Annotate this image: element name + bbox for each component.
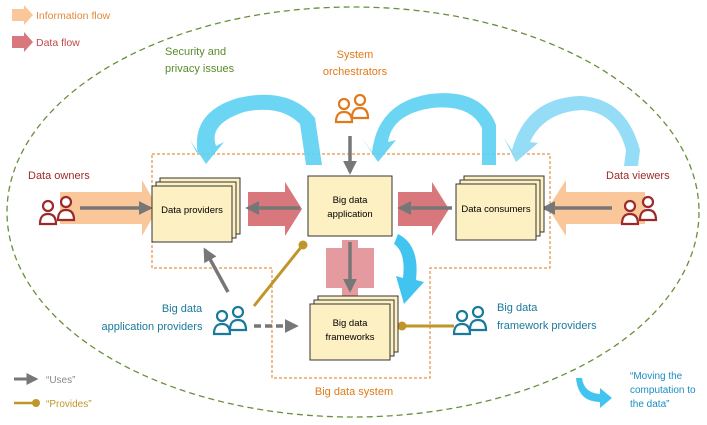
loop-arrow-consumers bbox=[362, 93, 496, 165]
legend-provides: “Provides” bbox=[46, 399, 92, 410]
framework-providers-people-icon bbox=[452, 305, 488, 336]
application-label-line2: application bbox=[327, 209, 372, 220]
frameworks-label-line1: Big data bbox=[333, 318, 369, 329]
legend-moving-line2: computation to bbox=[630, 385, 696, 396]
ecosystem-boundary bbox=[6, 6, 700, 418]
moving-computation-arrow bbox=[394, 234, 424, 304]
legend-moving-line3: the data” bbox=[630, 399, 669, 410]
legend: Information flow Data flow “Uses” “Provi… bbox=[12, 5, 696, 410]
app-providers-people-icon bbox=[212, 305, 248, 336]
app-providers-label-line2: application providers bbox=[102, 321, 203, 333]
data-consumers-label: Data consumers bbox=[461, 204, 530, 215]
frameworks-label-line2: frameworks bbox=[325, 332, 374, 343]
big-data-system-label: Big data system bbox=[315, 386, 393, 398]
appproviders-uses-providers bbox=[203, 247, 230, 293]
data-flow-icon bbox=[12, 32, 33, 52]
big-data-system-boundary bbox=[151, 153, 551, 379]
curved-arrow-icon bbox=[576, 378, 612, 408]
data-owners-label: Data owners bbox=[28, 170, 90, 182]
legend-uses: “Uses” bbox=[46, 375, 75, 386]
framework-providers-label-line2: framework providers bbox=[497, 320, 597, 332]
framework-providers-label-line1: Big data bbox=[497, 302, 538, 314]
data-providers-label: Data providers bbox=[161, 205, 223, 216]
data-owners-people-icon bbox=[38, 195, 76, 226]
data-providers-box: Data providers bbox=[151, 177, 241, 243]
big-data-frameworks-box: Big data frameworks bbox=[309, 295, 399, 361]
orchestrators-label-line2: orchestrators bbox=[323, 66, 388, 78]
security-label-line1: Security and bbox=[165, 46, 226, 58]
legend-moving-line1: “Moving the bbox=[630, 371, 683, 382]
big-data-application-box: Big data application bbox=[307, 175, 393, 237]
orchestrators-people-icon bbox=[334, 93, 370, 124]
security-label-line2: privacy issues bbox=[165, 63, 235, 75]
data-consumers-box: Data consumers bbox=[455, 175, 545, 241]
legend-data-flow: Data flow bbox=[36, 37, 80, 49]
orchestrators-label-line1: System bbox=[337, 49, 374, 61]
information-flow-icon bbox=[12, 5, 33, 25]
data-viewers-label: Data viewers bbox=[606, 170, 670, 182]
appproviders-provides-application bbox=[252, 245, 304, 307]
loop-arrow-security bbox=[190, 94, 322, 165]
loop-arrow-viewers bbox=[504, 96, 640, 166]
app-providers-label-line1: Big data bbox=[162, 303, 203, 315]
legend-information-flow: Information flow bbox=[36, 10, 111, 22]
application-label-line1: Big data bbox=[333, 195, 369, 206]
